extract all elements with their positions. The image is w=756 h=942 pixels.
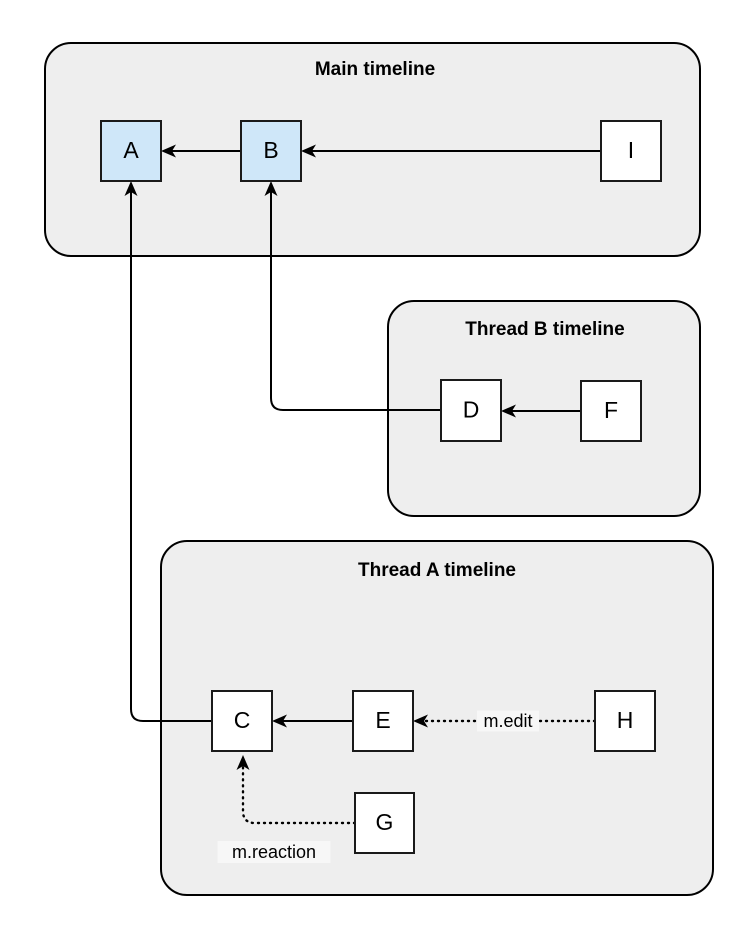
event-node-box-B[interactable] [240, 120, 302, 182]
edge-G-to-C [236, 755, 357, 825]
timeline-container-main: Main timeline [44, 42, 701, 257]
event-node-C[interactable]: C [211, 690, 273, 752]
event-node-I[interactable]: I [600, 120, 662, 182]
event-node-label-C: C [234, 707, 251, 733]
container-title-threadB: Thread B timeline [465, 319, 624, 340]
event-node-E[interactable]: E [352, 690, 414, 752]
edge-label-background-G-to-C [217, 841, 331, 863]
edge-I-to-B [301, 144, 601, 158]
arrowhead-H-to-E [413, 714, 428, 728]
event-node-label-I: I [628, 137, 634, 163]
event-node-label-F: F [604, 397, 618, 423]
container-background-threadA [160, 540, 714, 896]
edge-path-G-to-C [241, 761, 357, 825]
event-node-box-A[interactable] [100, 120, 162, 182]
edge-label-H-to-E: m.edit [483, 711, 532, 731]
timeline-container-threadA: Thread A timeline [160, 540, 714, 896]
container-background-main [44, 42, 701, 257]
event-node-H[interactable]: H [594, 690, 656, 752]
edge-D-to-B [264, 181, 441, 411]
edge-E-to-C [272, 714, 353, 728]
edge-label-group-G-to-C: m.reaction [217, 841, 331, 863]
event-node-box-F[interactable] [580, 380, 642, 442]
event-node-F[interactable]: F [580, 380, 642, 442]
edge-path-C-to-A [130, 189, 212, 722]
event-node-label-A: A [123, 137, 139, 163]
event-node-box-C[interactable] [211, 690, 273, 752]
node-layer: A B I D F C E H G [100, 120, 662, 854]
arrowhead-I-to-B [301, 144, 316, 158]
event-node-label-H: H [617, 707, 634, 733]
event-node-label-B: B [263, 137, 278, 163]
event-node-box-E[interactable] [352, 690, 414, 752]
timeline-container-threadB: Thread B timeline [387, 300, 701, 517]
container-background-threadB [387, 300, 701, 517]
event-node-box-I[interactable] [600, 120, 662, 182]
event-node-box-G[interactable] [354, 792, 415, 854]
edge-path-D-to-B [270, 189, 441, 411]
event-node-label-E: E [375, 707, 390, 733]
edge-C-to-A [124, 181, 212, 722]
edge-layer [124, 144, 601, 825]
edge-label-background-H-to-E [477, 710, 539, 732]
arrowhead-B-to-A [161, 144, 176, 158]
event-node-box-D[interactable] [440, 379, 502, 442]
event-node-A[interactable]: A [100, 120, 162, 182]
edge-F-to-D [501, 404, 581, 418]
arrowhead-F-to-D [501, 404, 516, 418]
arrowhead-C-to-A [124, 181, 138, 196]
edge-label-group-H-to-E: m.edit [477, 710, 539, 732]
arrowhead-D-to-B [264, 181, 278, 196]
edge-label-layer: m.edit m.reaction [217, 710, 539, 863]
event-node-box-H[interactable] [594, 690, 656, 752]
arrowhead-G-to-C [236, 755, 250, 770]
event-node-label-D: D [463, 397, 480, 423]
edge-H-to-E [413, 714, 597, 728]
event-node-G[interactable]: G [354, 792, 415, 854]
container-title-threadA: Thread A timeline [358, 560, 516, 581]
event-node-D[interactable]: D [440, 379, 502, 442]
arrowhead-E-to-C [272, 714, 287, 728]
event-node-label-G: G [376, 809, 394, 835]
container-title-main: Main timeline [315, 59, 435, 80]
edge-label-G-to-C: m.reaction [232, 842, 316, 862]
edge-B-to-A [161, 144, 241, 158]
event-node-B[interactable]: B [240, 120, 302, 182]
